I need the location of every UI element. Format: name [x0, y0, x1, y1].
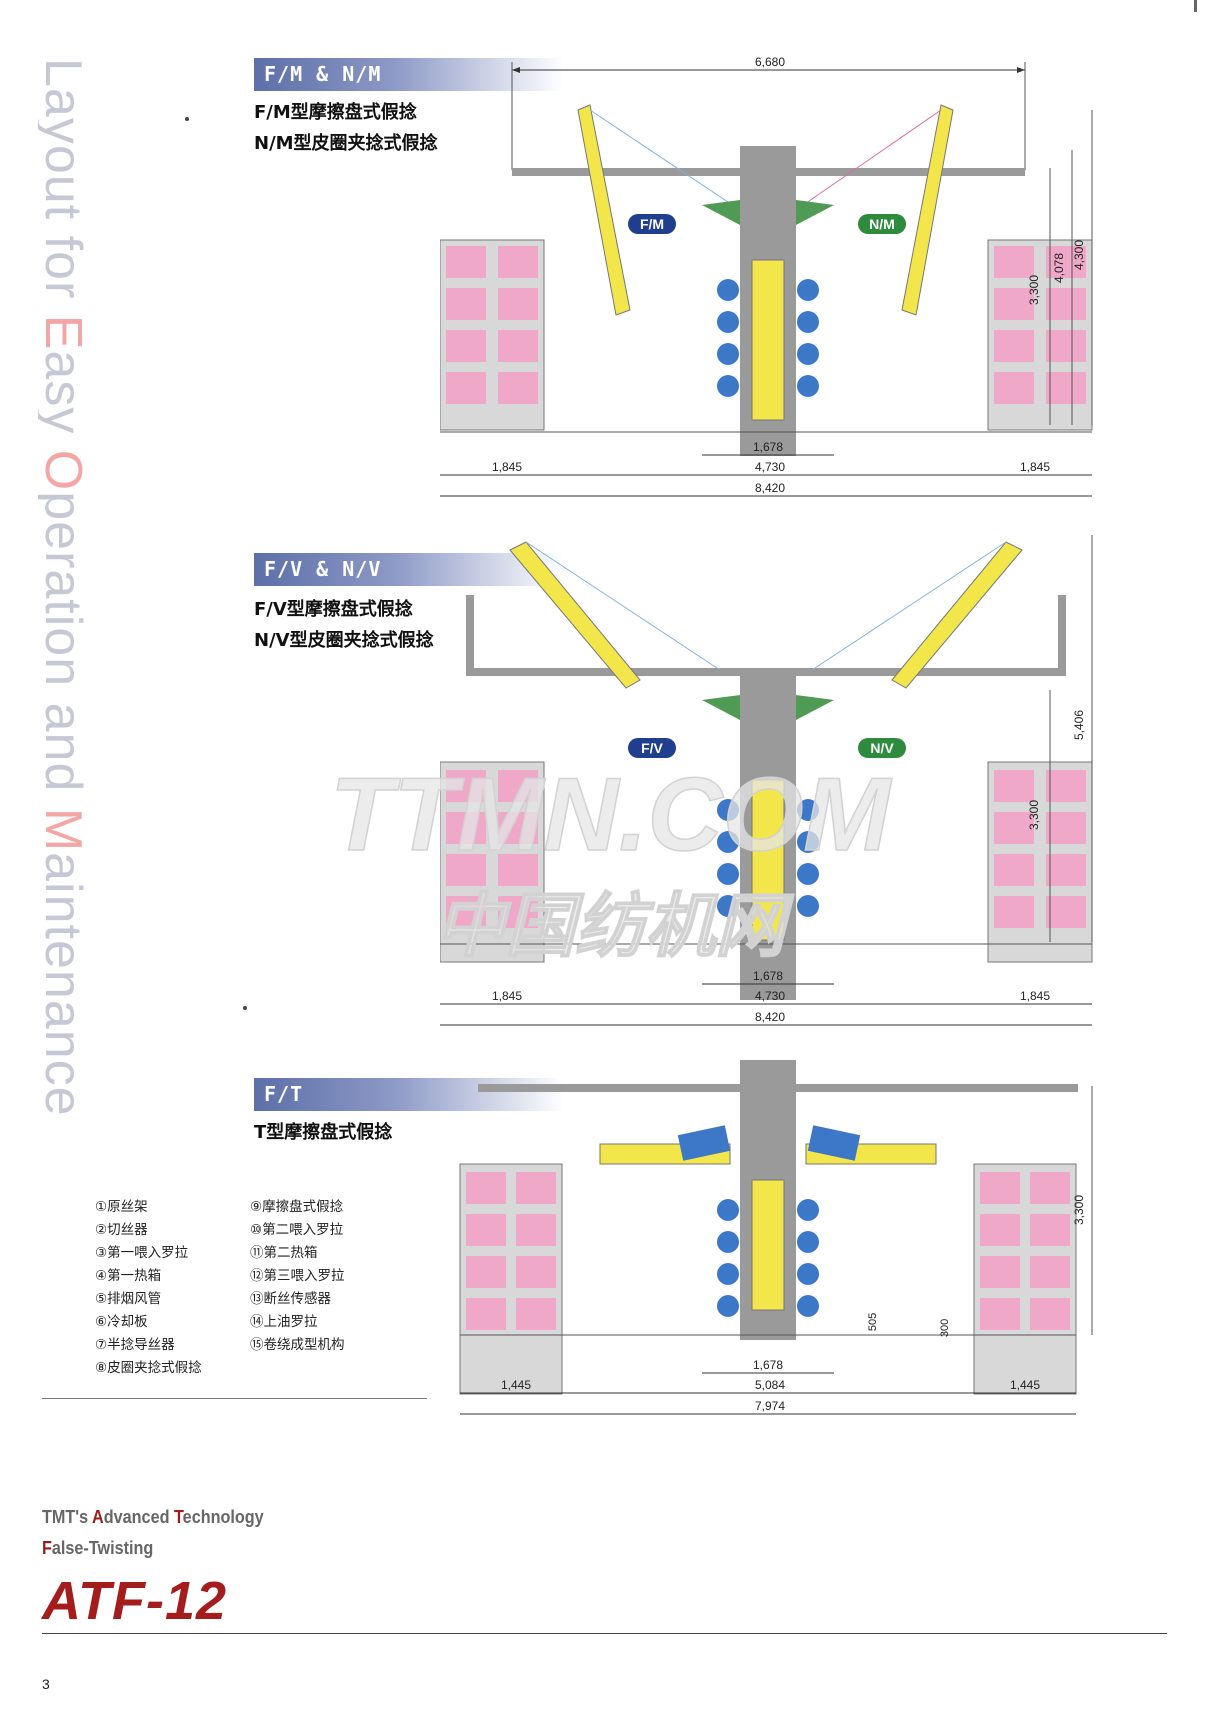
legend-item: ⑥冷却板 — [95, 1314, 148, 1330]
dim-h3: 4,300 — [1072, 240, 1086, 270]
legend-item: ⑩第二喂入罗拉 — [250, 1222, 344, 1238]
layout-diagram-fv-nv: F/V N/V 3,300 5,406 1,678 1,845 4,730 1,… — [440, 535, 1093, 1026]
tagline-segment: F — [42, 1538, 52, 1558]
dim-total: 8,420 — [755, 481, 785, 495]
legend-item: ⑮卷绕成型机构 — [250, 1337, 345, 1353]
section-subtitles-ft: T型摩擦盘式假捻 — [254, 1117, 392, 1148]
tagline-line-1: TMT's Advanced Technology — [42, 1502, 264, 1533]
vertical-title-part: aintenance — [38, 852, 90, 1116]
badge-right — [858, 214, 906, 234]
badge-left — [628, 738, 676, 758]
dim-small-2: 300 — [939, 1319, 951, 1337]
legend-item: ⑨摩擦盘式假捻 — [250, 1199, 344, 1215]
tagline-segment: dvanced — [103, 1507, 174, 1527]
badge-left — [628, 214, 676, 234]
section-subtitles-fv-nv: F/V型摩擦盘式假捻 N/V型皮圈夹捻式假捻 — [254, 594, 434, 656]
dim-mid: 5,084 — [755, 1378, 785, 1392]
dim-h1: 3,300 — [1027, 275, 1041, 305]
vertical-title-part: O — [38, 450, 90, 491]
dim-total: 8,420 — [755, 1010, 785, 1024]
subtitle-line: F/M型摩擦盘式假捻 — [254, 102, 417, 123]
vertical-title-svg: Layout for Easy Operation and Maintenanc… — [34, 58, 92, 1117]
legend-item: ④第一热箱 — [95, 1268, 162, 1284]
dim-center: 1,678 — [753, 1358, 783, 1372]
dim-total: 7,974 — [755, 1399, 785, 1413]
tagline-segment: T — [173, 1507, 183, 1527]
dim-h2: 5,406 — [1072, 710, 1086, 740]
vertical-title-part: M — [38, 808, 90, 852]
dim-center: 1,678 — [753, 440, 783, 454]
legend-item: ⑫第三喂入罗拉 — [250, 1268, 345, 1284]
legend-item: ③第一喂入罗拉 — [95, 1245, 189, 1261]
legend-item: ⑤排烟风管 — [95, 1291, 162, 1307]
legend-column-left: ①原丝架 ②切丝器 ③第一喂入罗拉 ④第一热箱 ⑤排烟风管 ⑥冷却板 ⑦半捻导丝器 ⑧皮圈夹捻… — [95, 1196, 202, 1380]
dim-right: 1,845 — [1020, 989, 1050, 1003]
vertical-title: Layout for Easy Operation and Maintenanc… — [34, 58, 92, 1178]
dim-top: 6,680 — [755, 55, 785, 69]
dim-right: 1,845 — [1020, 460, 1050, 474]
subtitle-line: T型摩擦盘式假捻 — [254, 1122, 393, 1143]
legend-divider — [42, 1398, 427, 1399]
section-subtitles-fm-nm: F/M型摩擦盘式假捻 N/M型皮圈夹捻式假捻 — [254, 97, 438, 159]
edge-mark — [1194, 0, 1197, 12]
machine-frame: 6,680 — [440, 55, 1093, 456]
dot-mark — [243, 1006, 247, 1010]
dim-h2: 4,078 — [1052, 253, 1066, 283]
tagline-segment: echnology — [182, 1507, 264, 1527]
page-number: 3 — [42, 1676, 50, 1692]
vertical-title-part: peration and — [38, 491, 90, 808]
dim-mid: 4,730 — [755, 989, 785, 1003]
badge-right-label: N/M — [869, 216, 895, 232]
dim-h1: 3,300 — [1072, 1195, 1086, 1225]
badge-right-label: N/V — [870, 740, 894, 756]
legend-item: ②切丝器 — [95, 1222, 148, 1238]
vertical-title-part: Layout for — [38, 58, 90, 315]
model-name: ATF-12 — [42, 1571, 228, 1631]
legend-item: ⑭上油罗拉 — [250, 1314, 318, 1330]
dim-left: 1,845 — [492, 460, 522, 474]
subtitle-line: N/V型皮圈夹捻式假捻 — [254, 630, 434, 651]
subtitle-line: N/M型皮圈夹捻式假捻 — [254, 133, 438, 154]
dim-mid: 4,730 — [755, 460, 785, 474]
vertical-title-part: E — [38, 315, 90, 351]
tagline: TMT's Advanced Technology False-Twisting — [42, 1502, 264, 1564]
vertical-title-text: Layout for Easy Operation and Maintenanc… — [38, 58, 90, 1117]
legend-column-right: ⑨摩擦盘式假捻 ⑩第二喂入罗拉 ⑪第二热箱 ⑫第三喂入罗拉 ⑬断丝传感器 ⑭上油罗拉 ⑮卷绕… — [250, 1196, 345, 1357]
tagline-segment: A — [92, 1507, 104, 1527]
tagline-line-2: False-Twisting — [42, 1533, 264, 1564]
dim-right: 1,445 — [1010, 1378, 1040, 1392]
machine-frame — [459, 1060, 1078, 1395]
section-header-ft: F/T — [254, 1078, 564, 1111]
dim-left: 1,445 — [501, 1378, 531, 1392]
badge-left-label: F/M — [640, 216, 664, 232]
subtitle-line: F/V型摩擦盘式假捻 — [254, 599, 413, 620]
legend-item: ⑦半捻导丝器 — [95, 1337, 175, 1353]
legend-item: ①原丝架 — [95, 1199, 148, 1215]
dim-left: 1,845 — [492, 989, 522, 1003]
dim-h1: 3,300 — [1027, 800, 1041, 830]
vertical-title-part: asy — [38, 350, 90, 449]
dim-vertical: 3,300 4,078 4,300 — [1027, 240, 1086, 305]
badge-right — [858, 738, 906, 758]
legend-item: ⑪第二热箱 — [250, 1245, 318, 1261]
layout-diagram-ft: 3,300 505 300 1,678 1,445 5,084 1,445 7,… — [459, 1060, 1093, 1415]
legend-item: ⑬断丝传感器 — [250, 1291, 331, 1307]
tagline-segment: alse-Twisting — [51, 1538, 154, 1558]
layout-diagram-fm-nm: 6,680 F/M N/M — [440, 55, 1093, 497]
legend-item: ⑧皮圈夹捻式假捻 — [95, 1360, 202, 1376]
dot-mark — [185, 117, 189, 121]
bottom-divider — [42, 1633, 1167, 1634]
machine-frame — [440, 541, 1093, 1000]
tagline-segment: TMT's — [42, 1507, 93, 1527]
section-header-fv-nv: F/V & N/V — [254, 553, 564, 586]
dim-small-1: 505 — [867, 1313, 879, 1331]
dim-center: 1,678 — [753, 969, 783, 983]
badge-left-label: F/V — [641, 740, 663, 756]
